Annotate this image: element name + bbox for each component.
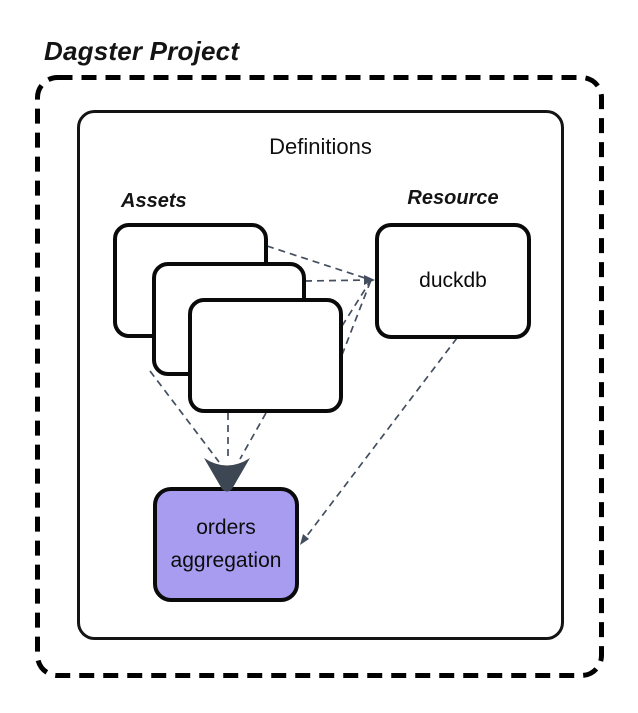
duckdb-arrow-tip-icon — [364, 275, 375, 285]
edge-asset-back-to-duckdb — [266, 245, 372, 281]
edge-asset-front-to-duckdb-upper — [341, 279, 372, 327]
edge-asset-front-to-duckdb-lower — [341, 279, 372, 356]
large-arrowhead-icon — [204, 458, 250, 492]
asset-box-front — [188, 298, 343, 413]
edge-duckdb-to-orders — [302, 337, 458, 542]
edge-asset-front-to-orders — [239, 412, 267, 460]
project-title: Dagster Project — [44, 36, 240, 66]
duckdb-box — [375, 223, 531, 339]
project-dashed-border — [35, 75, 604, 678]
duckdb-node-label: duckdb — [419, 269, 487, 292]
orders-arrow-tip-icon — [300, 534, 309, 545]
resource-group-label: Resource — [407, 187, 499, 209]
definitions-label: Definitions — [269, 134, 372, 159]
orders-aggregation-node-label: orders aggregation — [170, 515, 282, 572]
assets-group-label: Assets — [121, 190, 187, 212]
